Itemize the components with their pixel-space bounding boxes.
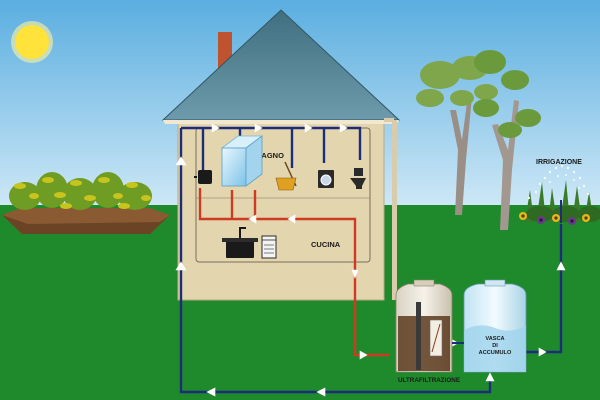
kitchen-label: CUCINA [311,240,341,249]
sun-icon [11,21,53,63]
washing-machine-icon [318,170,334,188]
sprinkler-icon [527,164,590,200]
ultrafiltration-tank [395,279,453,373]
house [161,9,401,301]
recycled-water-pipes [179,126,563,394]
tank-label-line3: ACCUMULO [479,350,512,356]
storage-tank [463,279,527,373]
dishwasher-icon [261,235,277,259]
ultrafiltration-label: ULTRAFILTRAZIONE [398,377,460,384]
bathroom-label: BAGNO [256,151,284,160]
tree-icon [416,56,498,215]
tank-label-line2: DI [492,343,498,349]
garden-bed [2,172,170,234]
flower-row [519,212,590,225]
sink-icon [194,170,212,184]
tank-label-line1: VASCA [485,336,504,342]
irrigation-bed [519,164,600,225]
flow-arrows [175,123,566,397]
sink-icon [222,227,258,258]
irrigation-label: IRRIGAZIONE [536,159,582,166]
tree-icon [473,50,541,230]
toilet-icon [350,168,366,189]
shower-icon [220,135,264,187]
mop-bucket-icon [275,161,297,191]
